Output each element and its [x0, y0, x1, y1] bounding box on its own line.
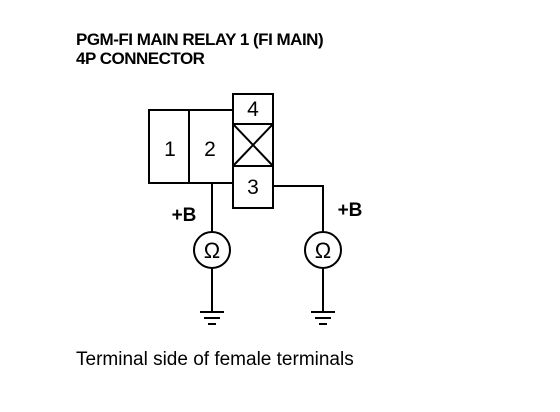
supply-label-right: +B — [338, 200, 363, 221]
diagram-subtitle: 4P CONNECTOR — [76, 49, 205, 68]
terminal-label-3: 3 — [247, 176, 259, 199]
blank-cavity-cross — [232, 123, 274, 167]
terminal-label-2: 2 — [204, 138, 216, 161]
diagram-title: PGM-FI MAIN RELAY 1 (FI MAIN) — [76, 30, 324, 49]
connector-body — [148, 109, 234, 184]
diagram-caption: Terminal side of female terminals — [76, 349, 354, 370]
ohm-symbol-left: Ω — [204, 238, 220, 263]
terminal-label-4: 4 — [247, 98, 259, 121]
supply-label-left: +B — [172, 205, 197, 226]
ohm-symbol-right: Ω — [315, 238, 331, 263]
terminal-label-1: 1 — [164, 138, 176, 161]
probe-wire-right — [273, 185, 324, 232]
